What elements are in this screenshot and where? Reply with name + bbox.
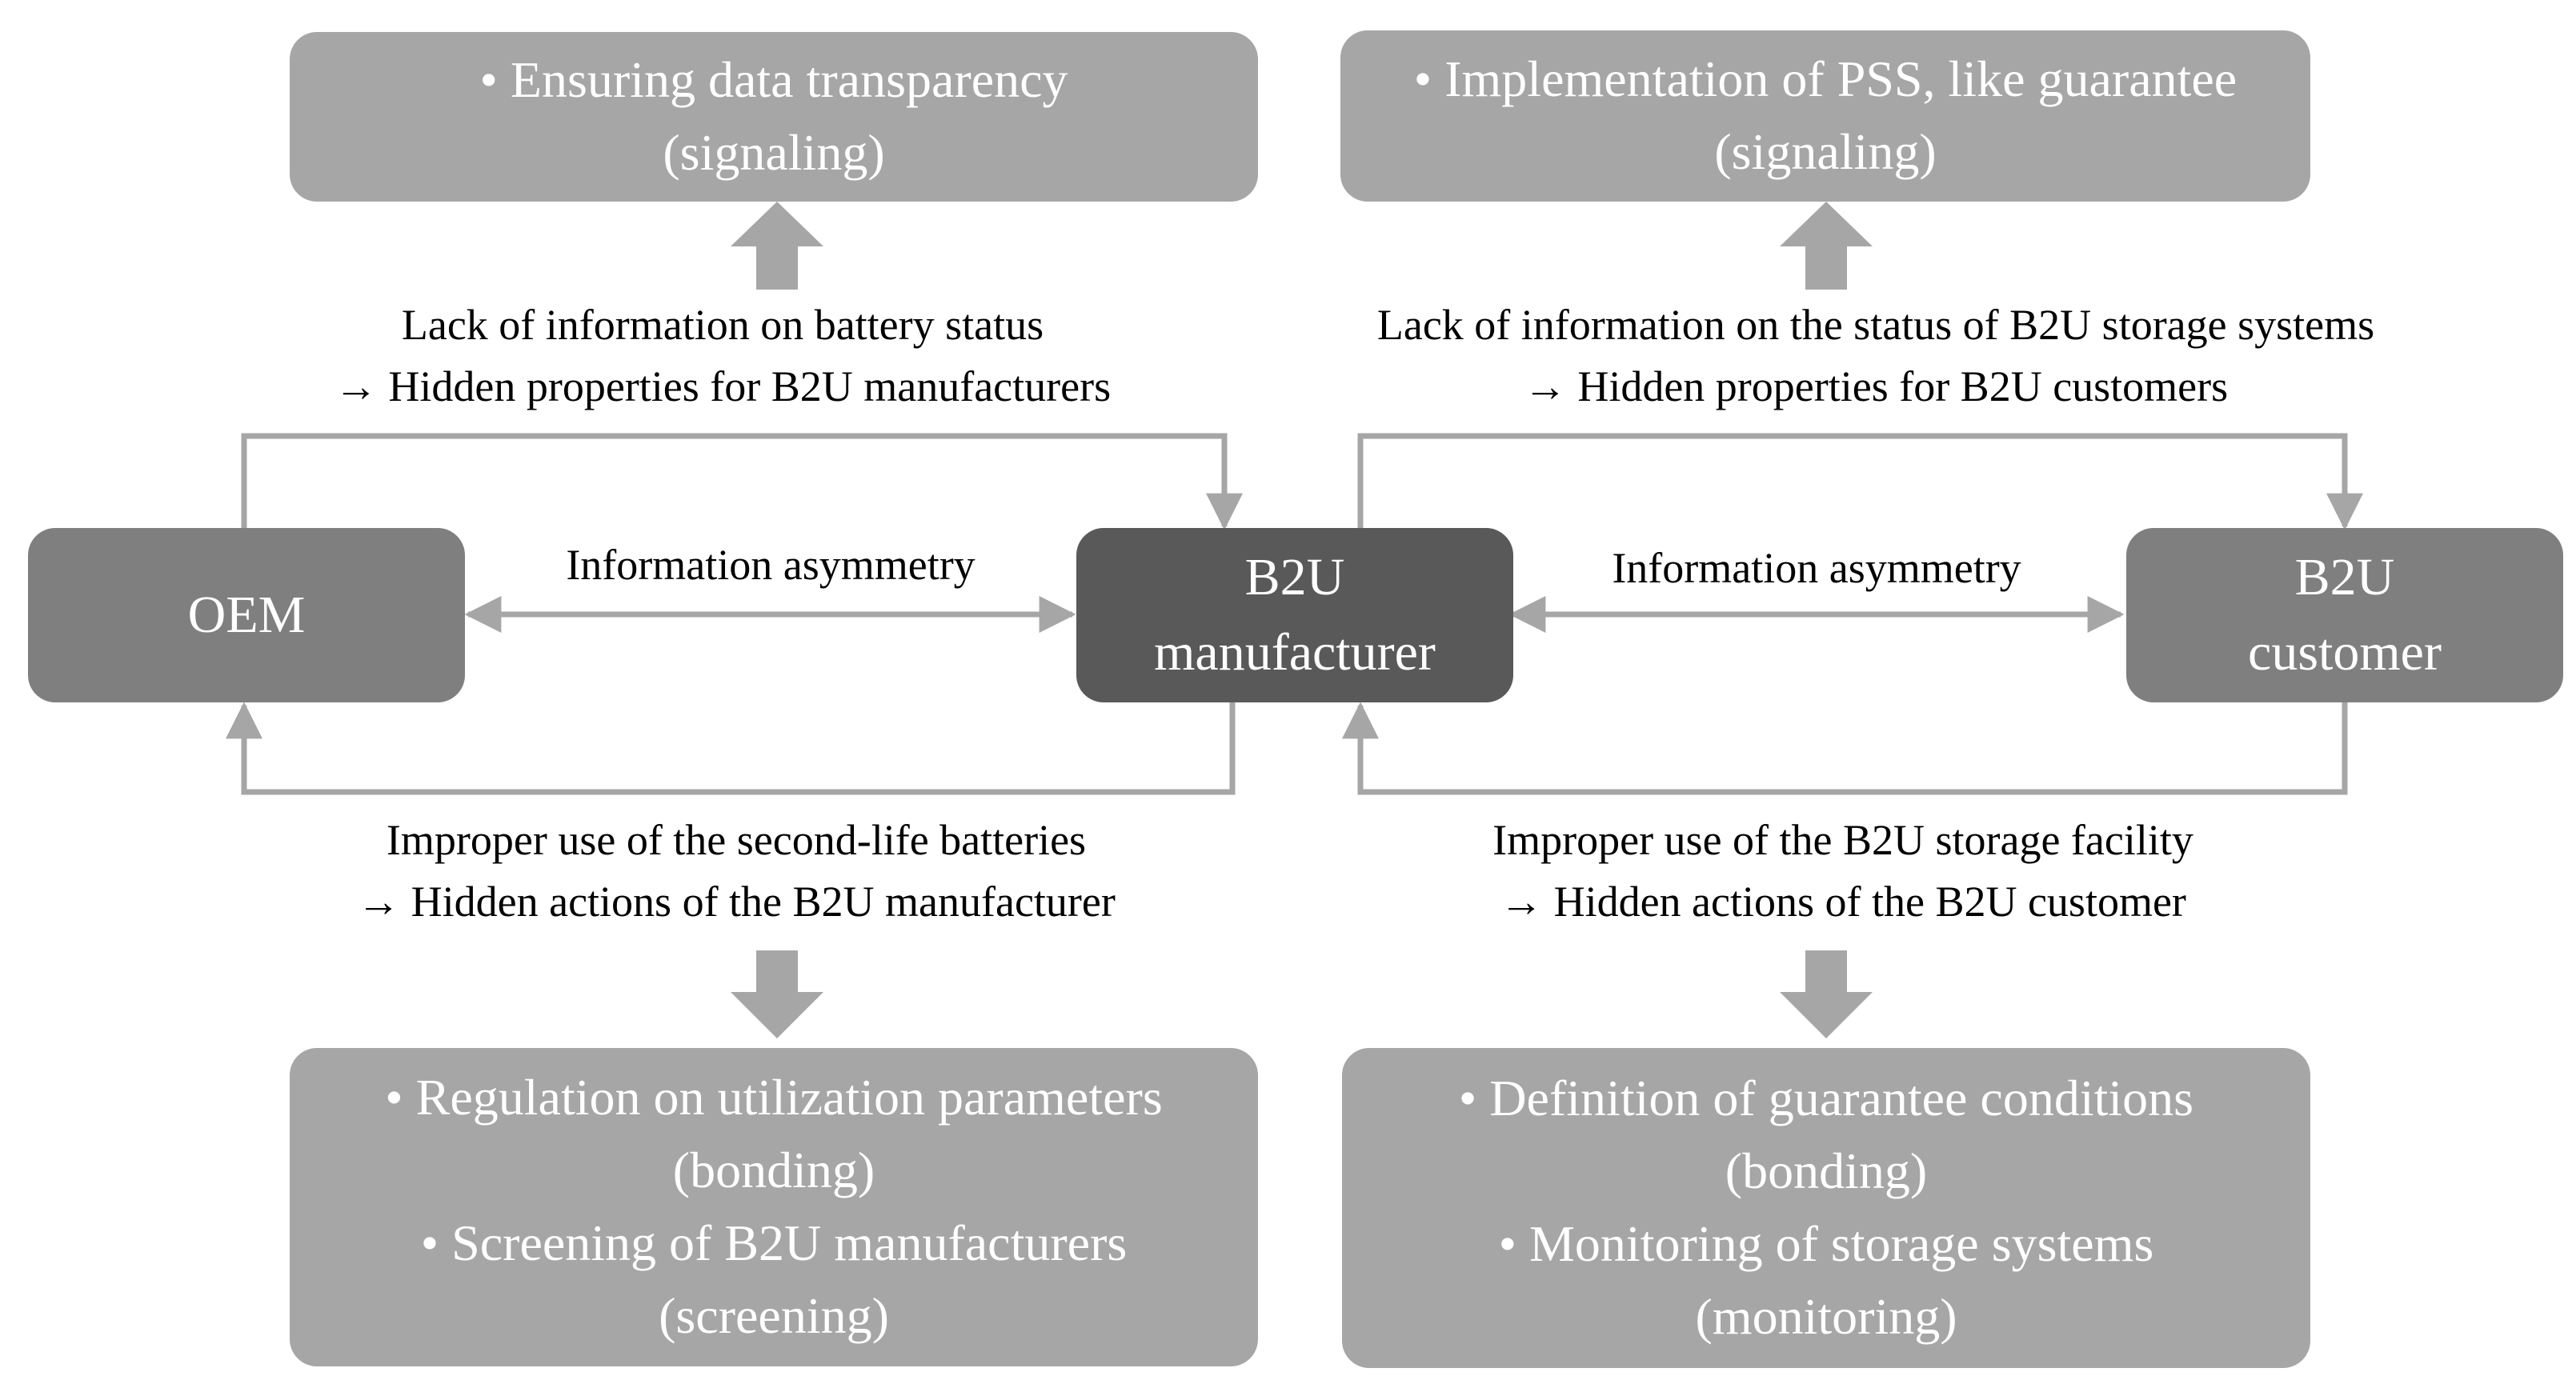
- label-hidden-properties-customers: Lack of information on the status of B2U…: [1377, 294, 2374, 417]
- strategy-line: (signaling): [663, 124, 885, 181]
- strategy-line: • Regulation on utilization parameters: [385, 1069, 1163, 1126]
- strategy-box-signaling-data-transparency: • Ensuring data transparency (signaling): [290, 32, 1258, 202]
- label-line: → Hidden properties for B2U manufacturer…: [334, 362, 1112, 410]
- node-label: B2U: [1244, 548, 1345, 607]
- block-arrow-down-right: [1780, 950, 1873, 1038]
- strategy-line: • Screening of B2U manufacturers: [420, 1214, 1128, 1271]
- block-arrow-up-right: [1780, 202, 1873, 290]
- label-line: Information asymmetry: [1612, 544, 2021, 592]
- label-hidden-actions-manufacturer: Improper use of the second-life batterie…: [357, 810, 1116, 932]
- strategy-line: (bonding): [672, 1142, 875, 1199]
- strategy-line: (bonding): [1725, 1142, 1928, 1200]
- connector-oem-to-manufacturer: [241, 433, 1243, 530]
- node-b2u-manufacturer: B2U manufacturer: [1076, 528, 1513, 702]
- label-hidden-actions-customer: Improper use of the B2U storage facility…: [1492, 810, 2193, 932]
- label-hidden-properties-manufacturers: Lack of information on battery status → …: [335, 294, 1111, 417]
- strategy-box-bonding-monitoring: • Definition of guarantee conditions (bo…: [1342, 1048, 2310, 1368]
- strategy-line: • Monitoring of storage systems: [1498, 1215, 2154, 1272]
- connector-customer-to-manufacturer: [1342, 702, 2348, 795]
- strategy-line: (signaling): [1714, 123, 1937, 180]
- block-arrow-down-left: [731, 950, 823, 1038]
- label-line: Improper use of the second-life batterie…: [386, 816, 1087, 864]
- strategy-line: • Implementation of PSS, like guarantee: [1413, 50, 2237, 108]
- block-arrow-up-left: [731, 202, 823, 290]
- label-line: → Hidden actions of the B2U manufacturer: [357, 877, 1116, 926]
- node-oem: OEM: [28, 528, 465, 702]
- strategy-line: (monitoring): [1695, 1287, 1957, 1345]
- label-asymmetry-right: Information asymmetry: [1612, 538, 2021, 599]
- label-line: Lack of information on the status of B2U…: [1376, 301, 2375, 349]
- strategy-box-signaling-pss: • Implementation of PSS, like guarantee …: [1340, 30, 2310, 202]
- connector-manufacturer-to-oem: [226, 702, 1236, 795]
- strategy-line: (screening): [659, 1286, 889, 1344]
- connector-manufacturer-to-customer: [1357, 433, 2363, 530]
- strategy-line: • Ensuring data transparency: [479, 51, 1068, 109]
- node-label: B2U: [2294, 548, 2395, 607]
- label-line: Information asymmetry: [566, 541, 976, 589]
- node-label: OEM: [187, 586, 306, 645]
- node-label: manufacturer: [1154, 623, 1436, 682]
- node-b2u-customer: B2U customer: [2126, 528, 2563, 702]
- strategy-box-bonding-screening: • Regulation on utilization parameters (…: [290, 1048, 1258, 1366]
- label-line: Lack of information on battery status: [401, 301, 1044, 349]
- label-asymmetry-left: Information asymmetry: [566, 534, 975, 596]
- label-line: Improper use of the B2U storage facility: [1492, 816, 2193, 864]
- strategy-line: • Definition of guarantee conditions: [1458, 1070, 2194, 1127]
- node-label: customer: [2248, 623, 2442, 682]
- label-line: → Hidden properties for B2U customers: [1523, 362, 2229, 410]
- label-line: → Hidden actions of the B2U customer: [1500, 877, 2186, 926]
